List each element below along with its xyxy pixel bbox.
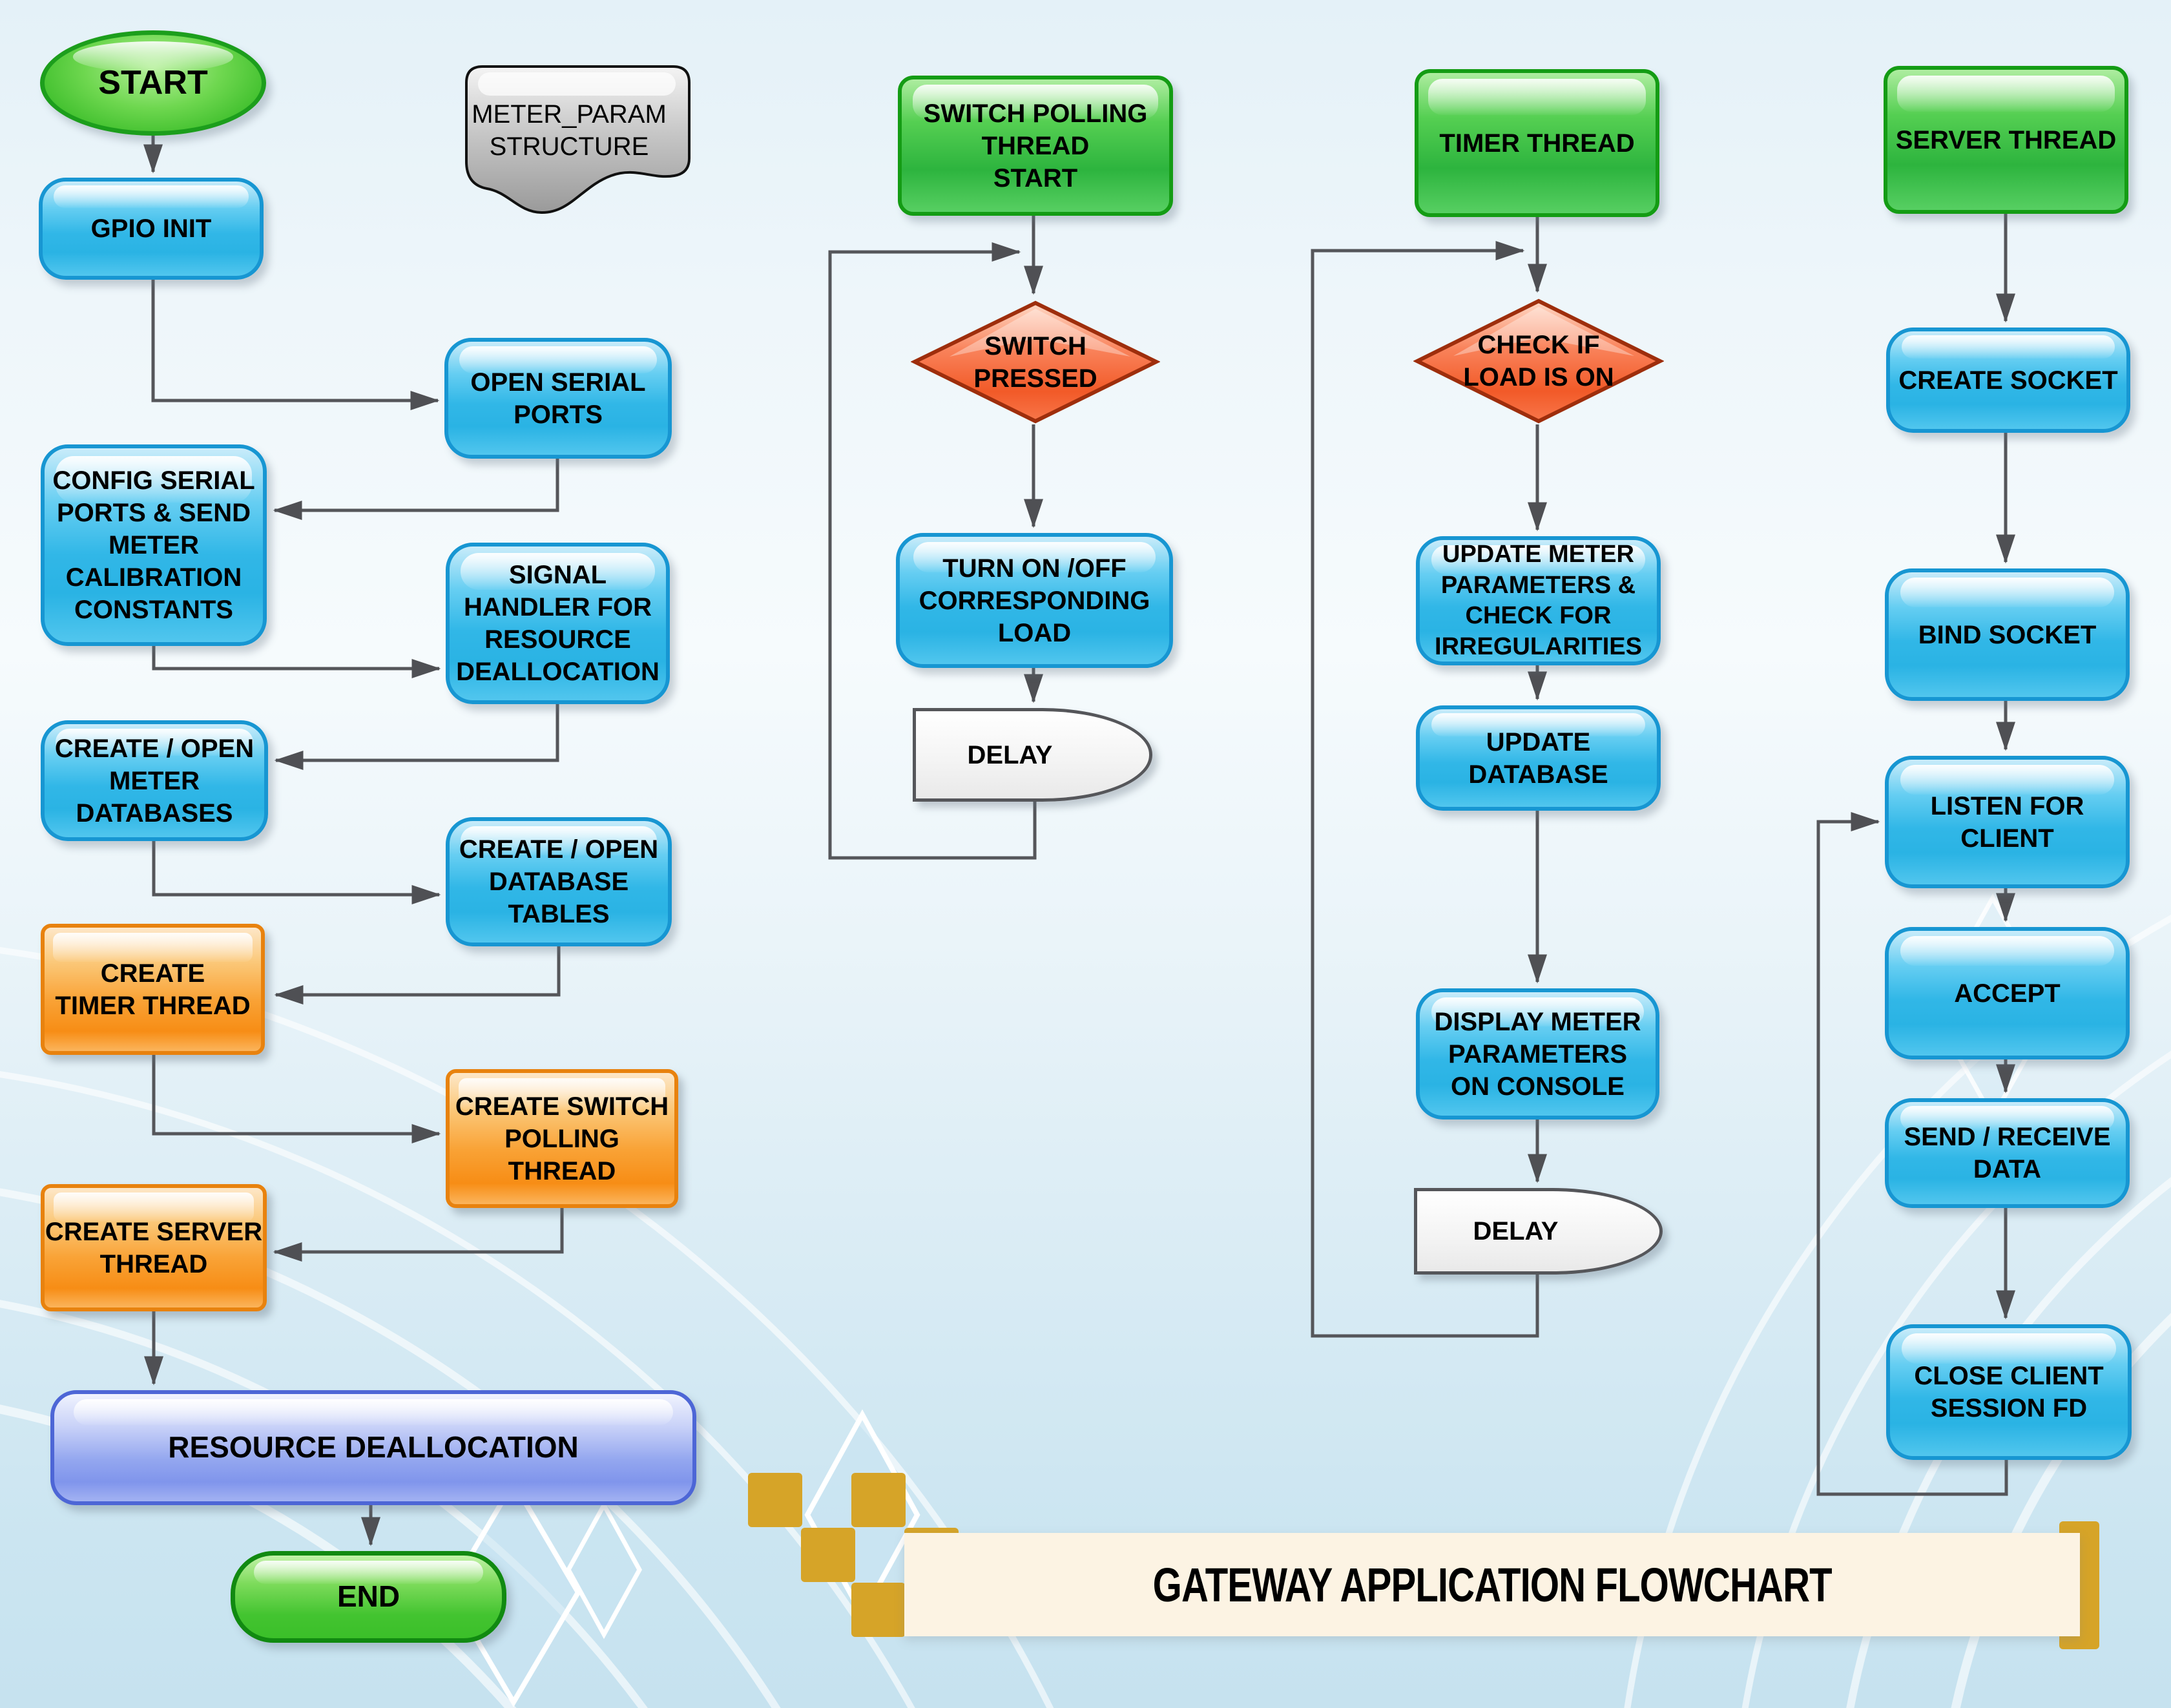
node-label: TIMER THREAD bbox=[1439, 129, 1635, 158]
document-shape bbox=[465, 65, 691, 214]
create-open-database-tables-process: CREATE / OPEN DATABASE TABLES bbox=[446, 817, 672, 946]
node-label: UPDATE DATABASE bbox=[1468, 727, 1608, 789]
flowchart-title-banner: GATEWAY APPLICATION FLOWCHART bbox=[904, 1533, 2080, 1636]
node-label: CHECK IF LOAD IS ON bbox=[1463, 331, 1614, 391]
timer-delay: DELAY bbox=[1414, 1188, 1663, 1275]
node-label: METER_PARAM STRUCTURE bbox=[472, 100, 667, 161]
create-server-thread-process: CREATE SERVER THREAD bbox=[41, 1184, 267, 1311]
open-serial-ports-process: OPEN SERIAL PORTS bbox=[444, 338, 672, 459]
meter-param-document: METER_PARAM STRUCTURE bbox=[447, 65, 691, 216]
node-label: END bbox=[337, 1579, 400, 1614]
timer-thread-start: TIMER THREAD bbox=[1415, 69, 1659, 217]
gold-square bbox=[851, 1583, 906, 1637]
node-label: CONFIG SERIAL PORTS & SEND METER CALIBRA… bbox=[52, 466, 255, 624]
update-database-process: UPDATE DATABASE bbox=[1416, 705, 1661, 811]
node-label: CREATE SOCKET bbox=[1898, 366, 2118, 395]
accept-process: ACCEPT bbox=[1885, 927, 2130, 1059]
node-label: DELAY bbox=[1473, 1217, 1559, 1245]
node-label: CREATE / OPEN DATABASE TABLES bbox=[459, 835, 659, 928]
node-label: DISPLAY METER PARAMETERS ON CONSOLE bbox=[1434, 1007, 1641, 1101]
config-serial-ports-process: CONFIG SERIAL PORTS & SEND METER CALIBRA… bbox=[41, 444, 267, 646]
switch-polling-thread-start: SWITCH POLLING THREAD START bbox=[898, 76, 1173, 216]
create-timer-thread-process: CREATE TIMER THREAD bbox=[41, 924, 265, 1055]
node-label: TURN ON /OFF CORRESPONDING LOAD bbox=[919, 554, 1150, 647]
create-open-meter-databases-process: CREATE / OPEN METER DATABASES bbox=[41, 720, 268, 841]
switch-delay: DELAY bbox=[913, 708, 1152, 802]
node-label: SEND / RECEIVE DATA bbox=[1904, 1123, 2111, 1183]
close-client-session-process: CLOSE CLIENT SESSION FD bbox=[1886, 1324, 2132, 1460]
send-receive-data-process: SEND / RECEIVE DATA bbox=[1885, 1098, 2130, 1208]
node-label: CREATE / OPEN METER DATABASES bbox=[54, 734, 254, 828]
node-label: ACCEPT bbox=[1954, 979, 2061, 1008]
node-label: CREATE SWITCH POLLING THREAD bbox=[455, 1092, 669, 1185]
check-load-decision: CHECK IF LOAD IS ON bbox=[1413, 298, 1664, 424]
node-label: CREATE TIMER THREAD bbox=[55, 959, 251, 1020]
create-switch-polling-thread-process: CREATE SWITCH POLLING THREAD bbox=[446, 1069, 678, 1208]
gpio-init-process: GPIO INIT bbox=[39, 178, 264, 280]
decision-diamond-shape bbox=[1413, 298, 1664, 424]
bind-socket-process: BIND SOCKET bbox=[1885, 568, 2130, 701]
node-label: DELAY bbox=[967, 740, 1053, 769]
gold-square bbox=[748, 1473, 802, 1527]
create-socket-process: CREATE SOCKET bbox=[1886, 328, 2130, 433]
node-label: SWITCH POLLING THREAD START bbox=[923, 99, 1148, 193]
start-terminator: START bbox=[40, 30, 266, 136]
node-label: GPIO INIT bbox=[90, 214, 212, 243]
node-label: LISTEN FOR CLIENT bbox=[1930, 791, 2084, 853]
flow-connectors bbox=[143, 136, 2015, 1547]
gold-square bbox=[801, 1528, 855, 1582]
node-label: CREATE SERVER THREAD bbox=[45, 1217, 263, 1278]
node-label: RESOURCE DEALLOCATION bbox=[168, 1430, 579, 1464]
node-label: SIGNAL HANDLER FOR RESOURCE DEALLOCATION bbox=[456, 561, 660, 686]
node-label: SWITCH PRESSED bbox=[973, 331, 1097, 393]
node-label: BIND SOCKET bbox=[1918, 620, 2097, 649]
server-thread-start: SERVER THREAD bbox=[1884, 66, 2128, 214]
resource-deallocation-process: RESOURCE DEALLOCATION bbox=[50, 1390, 696, 1505]
end-terminator: END bbox=[231, 1551, 506, 1643]
switch-pressed-decision: SWITCH PRESSED bbox=[911, 300, 1160, 424]
update-meter-parameters-process: UPDATE METER PARAMETERS & CHECK FOR IRRE… bbox=[1416, 536, 1661, 665]
node-label: CLOSE CLIENT SESSION FD bbox=[1914, 1362, 2104, 1422]
flowchart-title: GATEWAY APPLICATION FLOWCHART bbox=[1152, 1557, 1832, 1612]
signal-handler-process: SIGNAL HANDLER FOR RESOURCE DEALLOCATION bbox=[446, 543, 670, 704]
decision-diamond-shape bbox=[911, 300, 1160, 424]
display-meter-parameters-process: DISPLAY METER PARAMETERS ON CONSOLE bbox=[1416, 988, 1659, 1120]
node-label: SERVER THREAD bbox=[1895, 125, 2117, 154]
node-label: START bbox=[98, 64, 208, 101]
node-label: OPEN SERIAL PORTS bbox=[470, 368, 646, 429]
listen-for-client-process: LISTEN FOR CLIENT bbox=[1885, 756, 2130, 888]
turn-on-off-load-process: TURN ON /OFF CORRESPONDING LOAD bbox=[896, 533, 1173, 668]
gold-square bbox=[851, 1473, 906, 1527]
node-label: UPDATE METER PARAMETERS & CHECK FOR IRRE… bbox=[1435, 541, 1642, 660]
